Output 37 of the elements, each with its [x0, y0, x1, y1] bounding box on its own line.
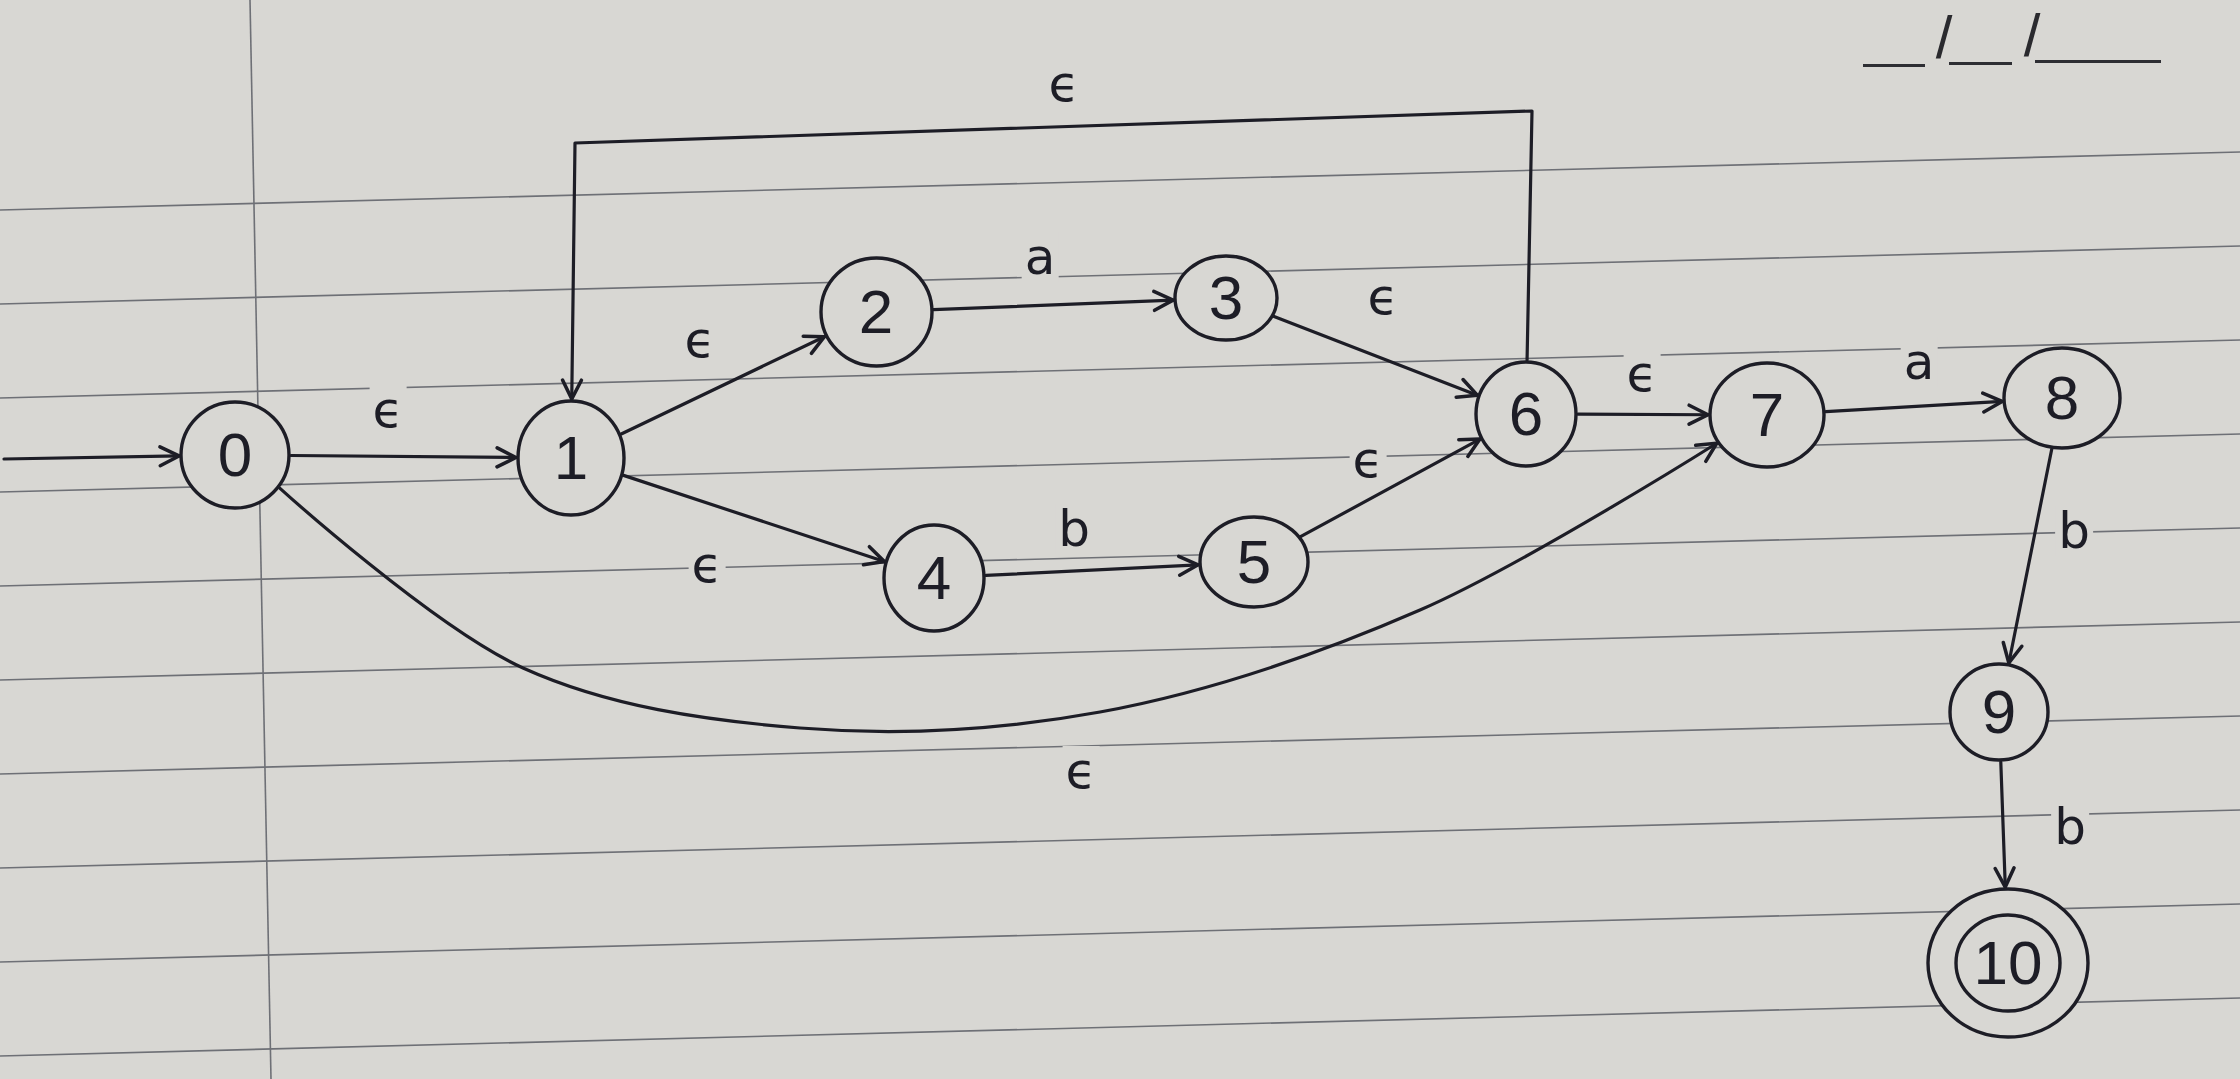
- state-number: 5: [1236, 531, 1272, 593]
- state-circle: [179, 400, 291, 510]
- state-number: 3: [1208, 267, 1244, 329]
- transition-arrow: [1824, 391, 2004, 414]
- transition-arrow: [619, 334, 827, 436]
- state-circle: [2002, 346, 2122, 450]
- state-number: 1: [553, 427, 589, 489]
- state-circle: [882, 523, 986, 633]
- transition-arrow: [278, 441, 1719, 733]
- state-number: 9: [1981, 681, 2017, 743]
- state-circle: [516, 399, 626, 517]
- state-circle: [1948, 662, 2050, 762]
- state-circle: [1198, 515, 1310, 609]
- transition-arrow: [1299, 437, 1482, 539]
- transition-arrow: [984, 554, 1200, 577]
- transition-arrow: [1576, 403, 1710, 426]
- state-number: 8: [2044, 367, 2080, 429]
- state-number: 4: [916, 547, 952, 609]
- state-circle: [1708, 361, 1826, 469]
- state-number: 2: [858, 281, 894, 343]
- transition-arrow: [560, 109, 1534, 401]
- state-circle: [818, 256, 934, 368]
- state-number: 7: [1749, 384, 1785, 446]
- date-separator: /: [2023, 6, 2041, 66]
- date-separator: /: [1935, 8, 1953, 68]
- transition-arrow: [1272, 314, 1480, 399]
- state-circle: [1954, 913, 2062, 1013]
- state-circle: [1474, 360, 1578, 468]
- transition-arrow: [1993, 760, 2016, 889]
- transition-arrow: [621, 473, 887, 567]
- state-circle: [1173, 254, 1279, 342]
- transition-arrow: [2001, 447, 2054, 665]
- state-number: 0: [217, 424, 253, 486]
- state-number: 10: [1973, 932, 2043, 994]
- start-arrow: [2, 445, 181, 468]
- accepting-state-circle: [1926, 887, 2090, 1039]
- state-number: 6: [1508, 383, 1544, 445]
